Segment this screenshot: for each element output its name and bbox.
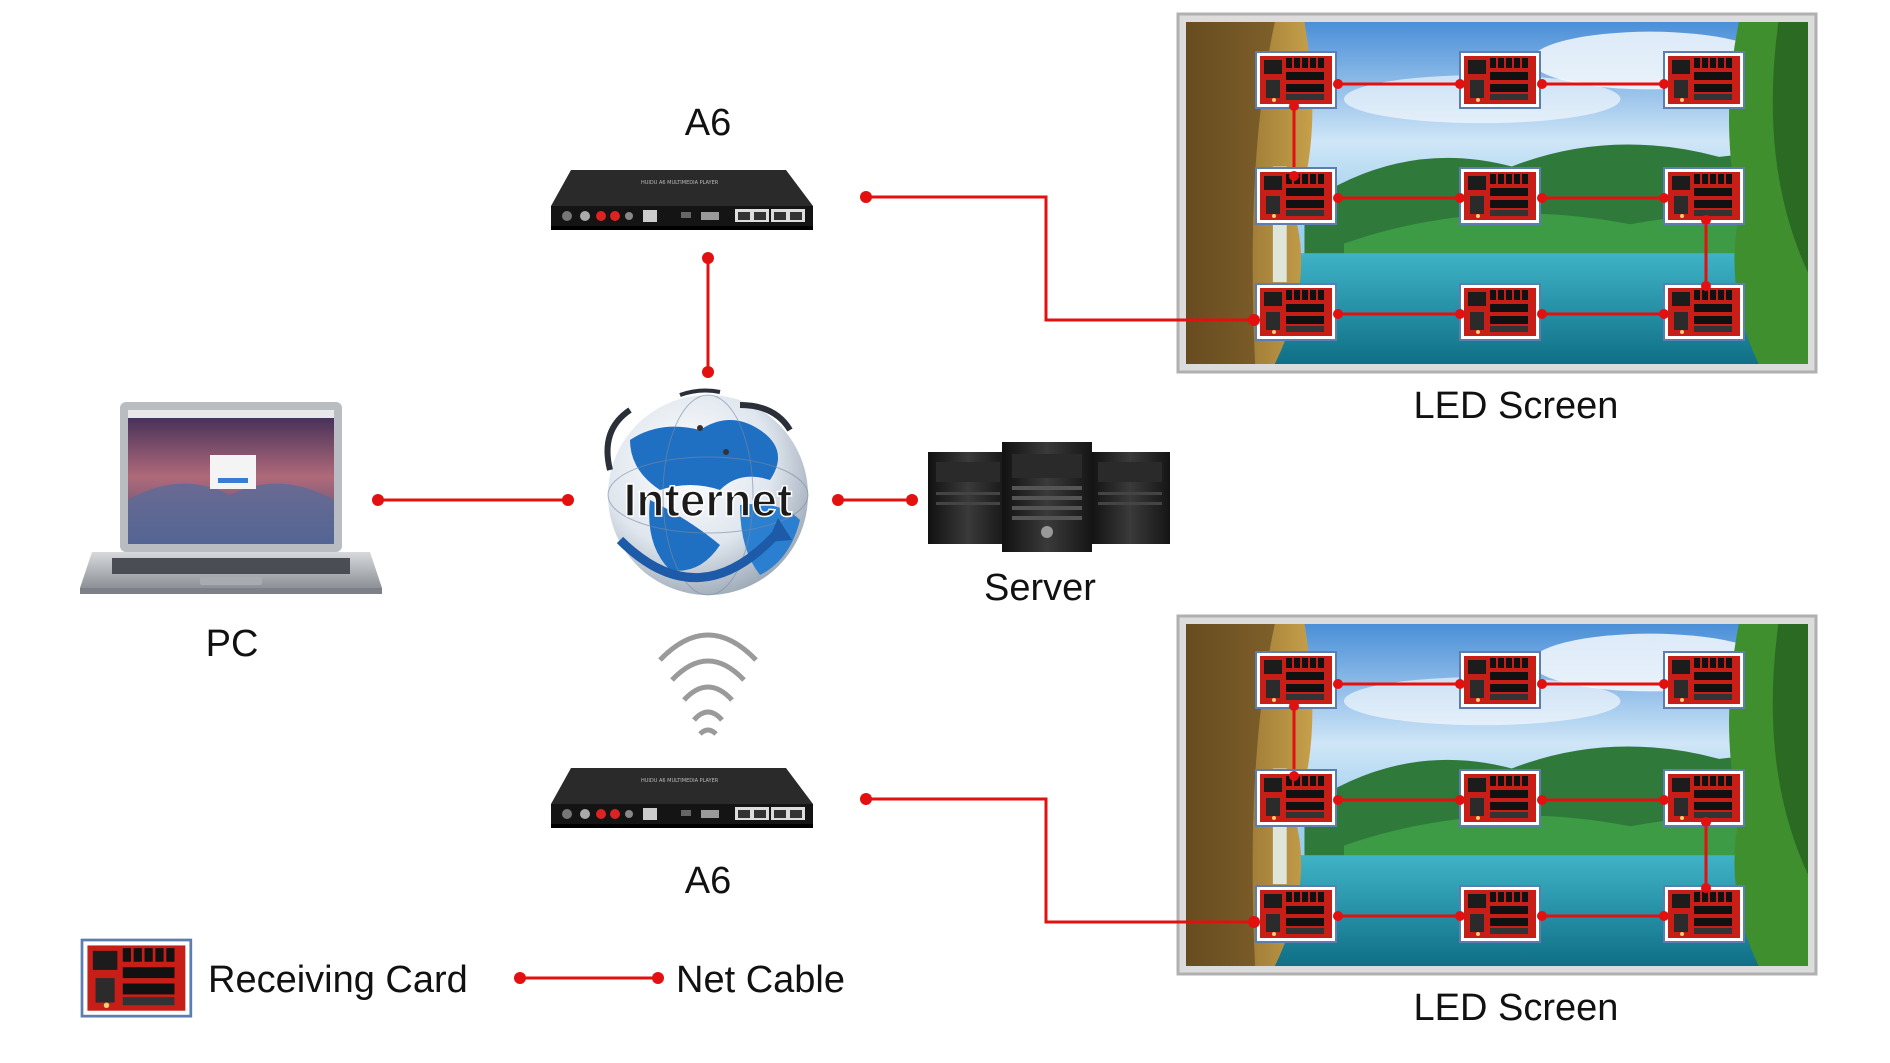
led-screen-bottom-label: LED Screen	[1414, 987, 1619, 1029]
pc-label: PC	[206, 623, 259, 665]
a6-controller-top: A6	[551, 102, 813, 230]
net-cable	[866, 797, 1258, 924]
net-cable	[866, 195, 1258, 322]
a6-controller-bottom: A6	[551, 768, 813, 902]
receiving-card-icon	[1459, 51, 1541, 109]
server-label: Server	[984, 567, 1096, 609]
receiving-cards-bottom	[1255, 651, 1745, 943]
legend-net-cable-label: Net Cable	[676, 959, 845, 1001]
receiving-card-icon	[80, 938, 193, 1018]
receiving-card-icon	[1255, 283, 1337, 341]
cable-endpoints	[372, 79, 1711, 984]
receiving-card-icon	[1459, 769, 1541, 827]
receiving-card-icon	[1459, 885, 1541, 943]
receiving-card-icon	[1459, 651, 1541, 709]
receiving-card-icon	[1663, 885, 1745, 943]
server: Server	[928, 442, 1170, 609]
laptop-icon	[80, 402, 382, 594]
receiving-card-icon	[1663, 651, 1745, 709]
receiving-card-icon	[1255, 651, 1337, 709]
legend: Receiving Card Net Cable	[80, 938, 845, 1018]
pc-laptop: PC	[80, 402, 382, 665]
receiving-card-icon	[1255, 51, 1337, 109]
a6-controller-icon	[551, 768, 813, 828]
receiving-card-icon	[1459, 167, 1541, 225]
net-cables	[378, 82, 1708, 980]
legend-receiving-card-label: Receiving Card	[208, 959, 468, 1001]
internet-globe: Internet	[604, 388, 809, 596]
led-screen-top-label: LED Screen	[1414, 385, 1619, 427]
a6-controller-icon	[551, 170, 813, 230]
globe-icon	[604, 388, 809, 596]
internet-label: Internet	[624, 474, 793, 526]
receiving-card-icon	[1255, 885, 1337, 943]
server-rack-icon	[928, 442, 1170, 552]
receiving-cards-top	[1255, 51, 1745, 341]
receiving-card-icon	[1663, 283, 1745, 341]
wifi-signal-icon	[658, 632, 758, 736]
receiving-card-icon	[1459, 283, 1541, 341]
a6-top-label: A6	[685, 102, 731, 144]
a6-bottom-label: A6	[685, 860, 731, 902]
receiving-card-icon	[1663, 51, 1745, 109]
